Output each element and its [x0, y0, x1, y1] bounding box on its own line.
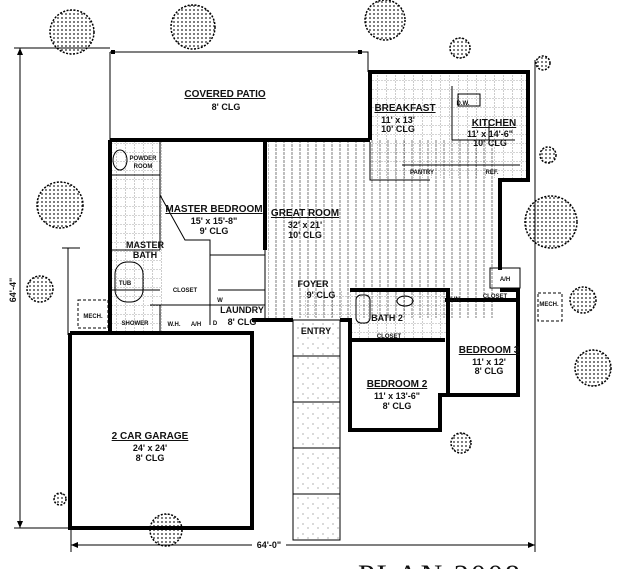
- laundry-label: LAUNDRY: [220, 305, 264, 315]
- master-bedroom-ceiling: 9' CLG: [200, 226, 229, 236]
- laundry-ceiling: 8' CLG: [228, 317, 257, 327]
- width-dimension: 64'-0": [70, 60, 536, 552]
- tree-icon: [26, 275, 54, 303]
- room-foyer: FOYER 9' CLG: [297, 279, 335, 300]
- room-bedroom-3: BEDROOM 3 11' x 12' 8' CLG: [459, 345, 520, 376]
- room-master-bath: MASTER BATH: [126, 240, 165, 260]
- entry-walkway: [292, 319, 341, 541]
- breakfast-label: BREAKFAST: [374, 103, 435, 114]
- fixture-labels: POWDER ROOM D.W. PANTRY REF. TUB SHOWER …: [83, 101, 559, 340]
- breakfast-ceiling: 10' CLG: [381, 124, 415, 134]
- linen-closet-label: LIN: [450, 297, 460, 303]
- tree-icon: [49, 9, 95, 55]
- closet-label: CLOSET: [173, 288, 198, 294]
- mech-label: MECH.: [83, 314, 103, 320]
- room-great-room: GREAT ROOM 32' x 21' 10' CLG: [271, 208, 339, 240]
- tree-icon: [450, 432, 472, 454]
- covered-patio: COVERED PATIO 8' CLG: [109, 50, 369, 140]
- refrigerator-label: REF.: [485, 170, 498, 176]
- tree-icon: [170, 4, 216, 50]
- closet-label: CLOSET: [377, 334, 402, 340]
- powder-room-label: POWDER: [130, 156, 158, 162]
- dryer-label: D: [213, 321, 218, 327]
- dishwasher-label: D.W.: [457, 101, 470, 107]
- width-dimension-label: 64'-0": [257, 540, 281, 550]
- garage-label: 2 CAR GARAGE: [112, 431, 189, 442]
- pantry-label: PANTRY: [410, 170, 434, 176]
- master-bath-label: BATH: [133, 250, 157, 260]
- great-room-ceiling: 10' CLG: [288, 230, 322, 240]
- foyer-ceiling: 9' CLG: [307, 290, 336, 300]
- kitchen-label: KITCHEN: [472, 118, 516, 129]
- garage-size: 24' x 24': [133, 443, 167, 453]
- exterior-walls: [68, 70, 530, 530]
- bedroom-2-ceiling: 8' CLG: [383, 401, 412, 411]
- shower-label: SHOWER: [122, 321, 150, 327]
- kitchen-ceiling: 10' CLG: [473, 138, 507, 148]
- great-room-size: 32' x 21': [288, 220, 322, 230]
- tree-icon: [539, 146, 557, 164]
- master-bath-label: MASTER: [126, 240, 165, 250]
- plan-title: PLAN 2008: [358, 559, 522, 569]
- closet-label: CLOSET: [483, 294, 508, 300]
- bath-2-label: BATH 2: [371, 313, 403, 323]
- air-handler-label: A/H: [500, 277, 510, 283]
- interior-walls: [62, 86, 563, 335]
- covered-patio-label: COVERED PATIO: [184, 89, 266, 100]
- great-room-label: GREAT ROOM: [271, 208, 339, 219]
- air-handler-label: A/H: [191, 322, 201, 328]
- depth-dimension-label: 64'-4": [8, 278, 18, 302]
- mech-label: MECH.: [539, 302, 559, 308]
- room-kitchen: KITCHEN 11' x 14'-6" 10' CLG: [467, 118, 516, 148]
- master-bedroom-label: MASTER BEDROOM: [165, 204, 262, 215]
- bedroom-3-size: 11' x 12': [472, 357, 506, 367]
- bedroom-3-ceiling: 8' CLG: [475, 366, 504, 376]
- covered-patio-ceiling: 8' CLG: [212, 102, 241, 112]
- tree-icon: [53, 492, 67, 506]
- tub-label: TUB: [119, 281, 132, 287]
- room-bedroom-2: BEDROOM 2 11' x 13'-6" 8' CLG: [367, 379, 428, 411]
- depth-dimension: 64'-4": [8, 47, 110, 529]
- tree-icon: [364, 0, 406, 41]
- washer-label: W: [217, 298, 223, 304]
- tree-icon: [449, 37, 471, 59]
- master-bedroom-size: 15' x 15'-8": [191, 216, 238, 226]
- tree-icon: [569, 286, 597, 314]
- tree-icon: [36, 181, 84, 229]
- room-garage: 2 CAR GARAGE 24' x 24' 8' CLG: [112, 431, 189, 463]
- bedroom-2-label: BEDROOM 2: [367, 379, 428, 390]
- garage-ceiling: 8' CLG: [136, 453, 165, 463]
- tree-icon: [524, 195, 578, 249]
- breakfast-size: 11' x 13': [381, 115, 415, 125]
- kitchen-size: 11' x 14'-6": [467, 129, 513, 139]
- tree-icon: [574, 349, 612, 387]
- room-breakfast: BREAKFAST 11' x 13' 10' CLG: [374, 103, 435, 134]
- powder-room-label: ROOM: [134, 164, 153, 170]
- bedroom-2-size: 11' x 13'-6": [374, 391, 420, 401]
- foyer-label: FOYER: [297, 279, 329, 289]
- room-master-bedroom: MASTER BEDROOM 15' x 15'-8" 9' CLG: [165, 204, 262, 236]
- tree-icon: [535, 55, 551, 71]
- water-heater-label: W.H.: [168, 322, 181, 328]
- entry-label: ENTRY: [301, 326, 331, 336]
- room-laundry: LAUNDRY 8' CLG: [220, 305, 264, 327]
- bedroom-3-label: BEDROOM 3: [459, 345, 520, 356]
